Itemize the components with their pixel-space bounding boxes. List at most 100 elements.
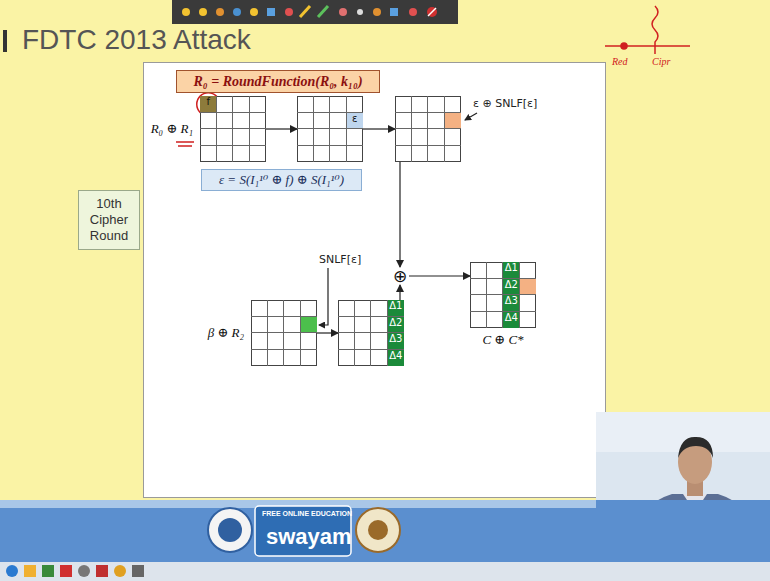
grid-cell <box>314 96 331 113</box>
grid-cell <box>395 129 412 146</box>
round-function-box: R₀ = RoundFunction(R₀, k₁₀) <box>176 70 380 93</box>
grid-cell <box>233 146 250 163</box>
grid-cell <box>297 96 314 113</box>
grid-cell <box>268 333 285 350</box>
grid-cell <box>520 262 537 279</box>
state-grid: R₀ ⊕ R₁f <box>200 96 266 162</box>
grid-cell <box>330 96 347 113</box>
grid-cell <box>470 312 487 329</box>
cell-value: Δ1 <box>503 262 520 279</box>
cell-value: Δ1 <box>388 300 405 317</box>
grid-cell <box>217 146 234 163</box>
grid-cell <box>251 350 268 367</box>
grid-cell <box>330 146 347 163</box>
grid-cell <box>412 129 429 146</box>
grid-cell <box>428 129 445 146</box>
grid-cell <box>395 96 412 113</box>
state-grid: Δ1Δ2Δ3Δ4 <box>338 300 404 366</box>
box-text: 10th Cipher Round <box>83 196 135 245</box>
grid-cell <box>250 129 267 146</box>
grid-cell <box>330 113 347 130</box>
grid-cell <box>412 96 429 113</box>
cell-value: Δ3 <box>503 295 520 312</box>
flow-arrow <box>409 275 470 276</box>
grid-cell <box>338 350 355 367</box>
grid-cell <box>470 262 487 279</box>
grid-cell <box>355 333 372 350</box>
matrix-label: R₀ ⊕ R₁ <box>151 121 193 137</box>
grid-cell <box>233 113 250 130</box>
grid-cell <box>251 333 268 350</box>
grid-cell <box>347 96 364 113</box>
box-text: ε = S(I₁¹⁰ ⊕ f) ⊕ S(I₁¹⁰) <box>219 172 344 188</box>
grid-cell <box>487 312 504 329</box>
grid-cell <box>301 300 318 317</box>
callout-label: ε ⊕ SNLF[ε] <box>473 97 537 110</box>
flow-arrow <box>363 128 395 129</box>
fault-equation-box: ε = S(I₁¹⁰ ⊕ f) ⊕ S(I₁¹⁰) <box>201 169 362 191</box>
grid-cell <box>487 262 504 279</box>
cell-value: Δ2 <box>503 279 520 296</box>
grid-cell <box>445 113 462 130</box>
grid-cell <box>338 333 355 350</box>
slide-title: FDTC 2013 Attack <box>22 24 251 56</box>
cell-value: Δ2 <box>388 317 405 334</box>
grid-cell <box>470 279 487 296</box>
grid-cell <box>338 300 355 317</box>
grid-cell <box>371 300 388 317</box>
state-grid: ε ⊕ SNLF[ε] <box>395 96 461 162</box>
round-label-box: 10th Cipher Round <box>78 190 140 250</box>
state-grid: Δ1Δ2Δ3Δ4C ⊕ C* <box>470 262 536 328</box>
grid-cell <box>338 317 355 334</box>
callout-label: SNLF[ε] <box>319 253 361 266</box>
grid-cell <box>233 96 250 113</box>
grid-cell <box>487 295 504 312</box>
cell-value: Δ3 <box>388 333 405 350</box>
grid-cell <box>268 300 285 317</box>
grid-cell <box>314 129 331 146</box>
toolbar <box>172 0 458 24</box>
banner-tagline: FREE ONLINE EDUCATION <box>262 510 352 517</box>
matrix-label: β ⊕ R₂ <box>208 325 244 341</box>
grid-cell <box>268 350 285 367</box>
cell-value: ε <box>347 113 364 130</box>
grid-cell <box>520 279 537 296</box>
handwritten-note: Red <box>612 56 628 67</box>
grid-cell <box>428 113 445 130</box>
grid-cell <box>371 350 388 367</box>
xor-operator: ⊕ <box>391 267 409 285</box>
grid-cell <box>445 129 462 146</box>
grid-cell <box>355 317 372 334</box>
grid-cell <box>371 333 388 350</box>
grid-cell <box>250 96 267 113</box>
figure-frame <box>144 63 606 498</box>
banner-logo-text: swayam <box>266 524 352 550</box>
grid-cell <box>217 113 234 130</box>
grid-cell <box>284 350 301 367</box>
grid-cell <box>428 146 445 163</box>
state-grid: SNLF[ε]β ⊕ R₂ <box>251 300 317 366</box>
cell-value: Δ4 <box>503 312 520 329</box>
grid-cell <box>217 129 234 146</box>
state-grid: ε <box>297 96 363 162</box>
grid-cell <box>200 129 217 146</box>
flow-arrow <box>266 128 297 129</box>
grid-cell <box>251 317 268 334</box>
matrix-label: C ⊕ C* <box>482 332 523 348</box>
grid-cell <box>428 96 445 113</box>
handwritten-note: Cipr <box>652 56 670 67</box>
grid-cell <box>284 317 301 334</box>
flow-arrow <box>399 162 400 267</box>
grid-cell <box>301 317 318 334</box>
grid-cell <box>445 96 462 113</box>
grid-cell <box>284 300 301 317</box>
box-text: R₀ = RoundFunction(R₀, k₁₀) <box>193 74 362 90</box>
xor-symbol: ⊕ <box>393 267 407 285</box>
grid-cell <box>233 129 250 146</box>
grid-cell <box>395 113 412 130</box>
grid-cell <box>412 146 429 163</box>
grid-cell <box>250 146 267 163</box>
grid-cell <box>371 317 388 334</box>
